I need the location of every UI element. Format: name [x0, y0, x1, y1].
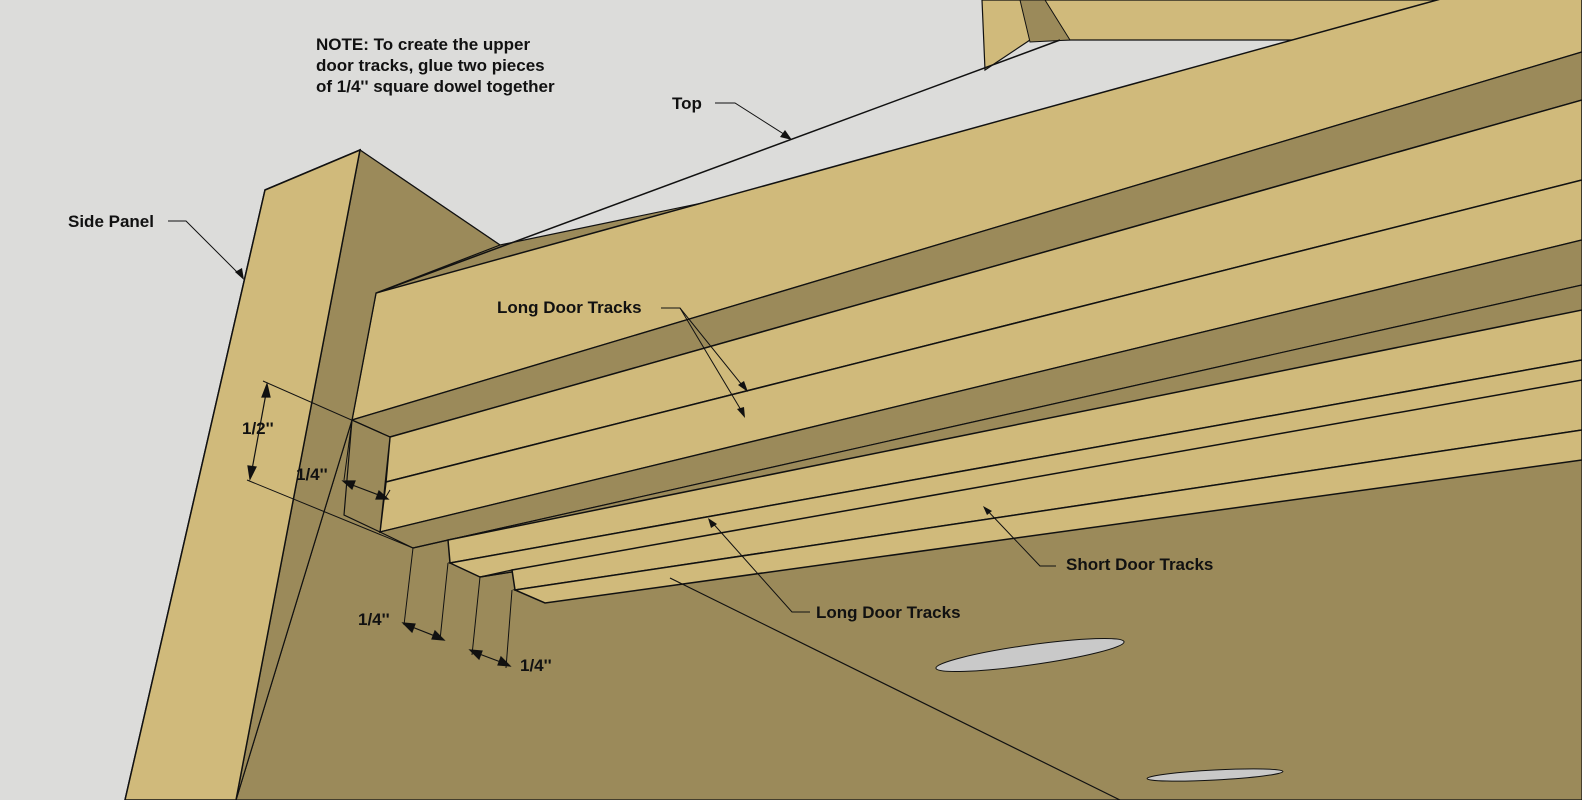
label-long-door-tracks-lower: Long Door Tracks [816, 603, 961, 622]
shelf-hole-lower [1146, 768, 1284, 782]
side-panel-front [124, 148, 361, 800]
leader-lines [168, 102, 1056, 613]
dimension-arrows [247, 381, 512, 667]
label-top: Top [672, 94, 702, 113]
label-side-panel: Side Panel [68, 212, 154, 231]
dimension-short-track-width: 1/4'' [520, 656, 552, 675]
dimension-track-height: 1/2'' [242, 419, 274, 438]
leader-short [984, 507, 1056, 567]
note-line: NOTE: To create the upper [316, 35, 531, 54]
label-short-door-tracks: Short Door Tracks [1066, 555, 1214, 574]
top-board-edge [375, 39, 1061, 294]
dimension-lines [246, 380, 513, 669]
long-track-lower-face [447, 309, 1582, 564]
top-back-rail-shadow [1019, 0, 1071, 43]
leader-top [715, 102, 791, 139]
dimension-long-track-width: 1/4'' [358, 610, 390, 629]
long-track-lower-face2 [447, 359, 1582, 578]
long-track-lower-bottom [412, 284, 1582, 549]
leader-side-panel [168, 220, 244, 279]
note-line: of 1/4'' square dowel together [316, 77, 555, 96]
note-line: door tracks, glue two pieces [316, 56, 545, 75]
interior-edge [669, 577, 1121, 800]
dimension-track-depth: 1/4'' [296, 465, 328, 484]
short-track-face [511, 379, 1582, 591]
short-track-face2 [512, 429, 1582, 604]
leader-long-lower [709, 519, 810, 613]
leader-arrowheads [235, 130, 992, 528]
leader-long-upper-b [679, 307, 745, 416]
note-text: NOTE: To create the upper door tracks, g… [316, 34, 606, 97]
shelf-hole-upper [935, 637, 1125, 673]
label-long-door-tracks-upper: Long Door Tracks [497, 298, 642, 317]
track-gap-shadow-1 [378, 239, 1582, 549]
